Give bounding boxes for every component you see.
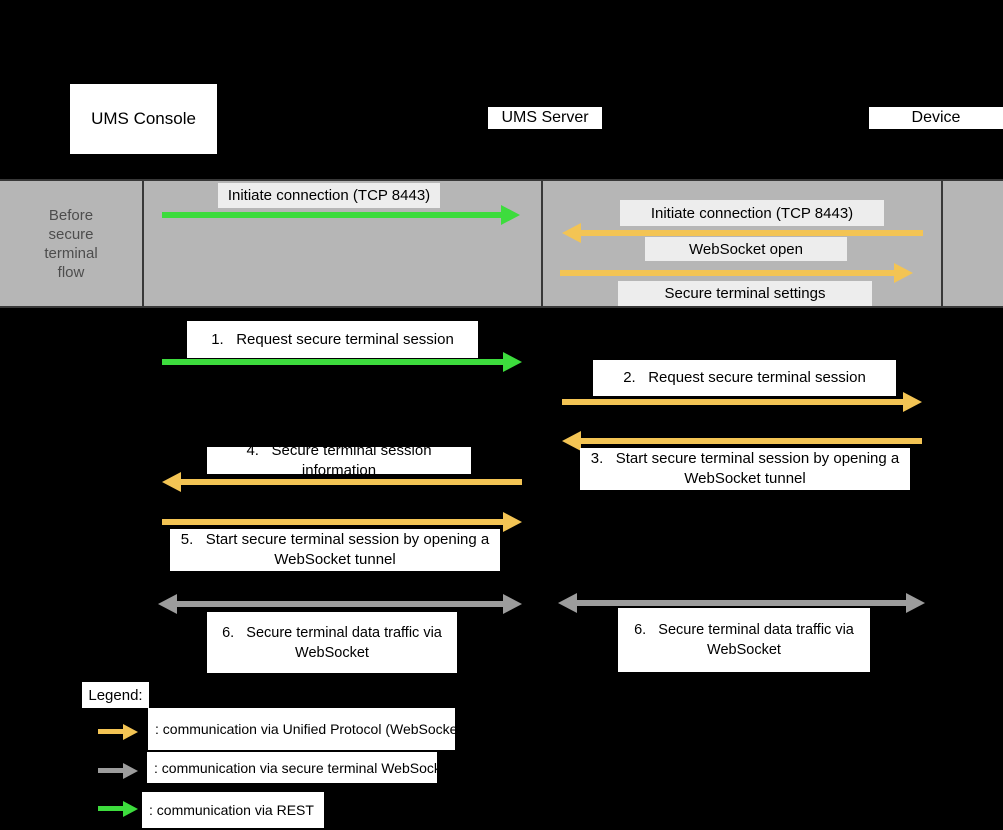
actor-ums-server: UMS Server: [488, 107, 602, 129]
legend-rest-label: : communication via REST: [142, 792, 324, 828]
rest-arrow-step-1-icon: [162, 352, 522, 372]
band-msg-websocket-open: WebSocket open: [645, 237, 847, 261]
step-3-box: 3. Start secure terminal session by open…: [580, 448, 910, 490]
band-phase-label: Before secure terminal flow: [44, 207, 98, 281]
actor-device: Device: [869, 107, 1003, 129]
band-msg-secure-terminal-settings: Secure terminal settings: [618, 281, 872, 306]
unified-protocol-arrow-step-3-icon: [562, 431, 922, 451]
rest-arrow-console-to-server-icon: [162, 205, 520, 225]
unified-protocol-arrow-step-5-icon: [162, 512, 522, 532]
secure-ws-arrow-server-device-icon: [558, 593, 925, 613]
unified-protocol-arrow-step-2-icon: [562, 392, 922, 412]
step-5-box: 5. Start secure terminal session by open…: [170, 529, 500, 571]
unified-protocol-arrow-device-to-server-icon: [562, 223, 923, 243]
band-divider-console: [142, 179, 144, 308]
step-6-right-box: 6. Secure terminal data traffic via WebS…: [618, 608, 870, 672]
legend-secure-ws-label: : communication via secure terminal WebS…: [147, 752, 453, 783]
legend-rest-arrow-icon: [98, 800, 138, 817]
legend-secure-ws-arrow-icon: [98, 762, 138, 779]
band-msg-initiate-console-server: Initiate connection (TCP 8443): [218, 183, 440, 208]
step-4-box: 4. Secure terminal session information: [207, 447, 471, 474]
band-divider-device: [941, 179, 943, 308]
unified-protocol-arrow-step-4-icon: [162, 472, 522, 492]
band-divider-server: [541, 179, 543, 308]
actor-ums-console: UMS Console: [70, 84, 217, 154]
step-6-left-box: 6. Secure terminal data traffic via WebS…: [207, 612, 457, 673]
legend-title: Legend:: [82, 682, 149, 708]
band-msg-initiate-device-server: Initiate connection (TCP 8443): [620, 200, 884, 226]
actor-device-label: Device: [911, 109, 961, 126]
unified-protocol-arrow-server-to-device-icon: [560, 263, 913, 283]
step-1-box: 1. Request secure terminal session: [187, 321, 478, 358]
legend-unified-protocol-arrow-icon: [98, 723, 138, 740]
step-2-box: 2. Request secure terminal session: [593, 360, 896, 396]
actor-ums-server-label: UMS Server: [501, 109, 589, 126]
actor-ums-console-label: UMS Console: [91, 109, 196, 128]
legend-unified-protocol-label: : communication via Unified Protocol (We…: [148, 708, 466, 750]
secure-ws-arrow-console-server-icon: [158, 594, 522, 614]
